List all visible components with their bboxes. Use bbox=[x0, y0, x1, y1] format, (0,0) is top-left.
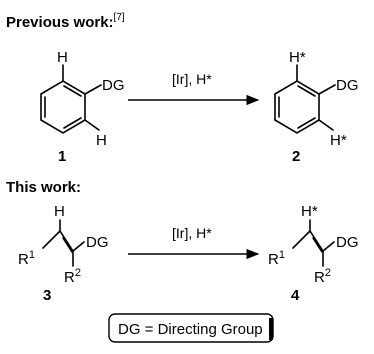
reagent-bottom: [Ir], H* bbox=[172, 225, 212, 241]
atom-dg: DG bbox=[336, 77, 359, 94]
substituent-r2: R2 bbox=[314, 267, 331, 286]
atom-h: H bbox=[57, 49, 68, 66]
this-work-heading: This work: bbox=[6, 179, 81, 196]
atom-hstar: H* bbox=[289, 49, 306, 66]
atom-dg: DG bbox=[336, 234, 359, 251]
previous-work-heading: Previous work:[7] bbox=[6, 12, 125, 31]
atom-hstar: H* bbox=[301, 203, 318, 220]
compound-3-label: 3 bbox=[43, 287, 51, 304]
atom-dg: DG bbox=[102, 77, 125, 94]
compound-2-structure: H* DG H* bbox=[274, 49, 359, 149]
compound-1-label: 1 bbox=[58, 148, 66, 165]
atom-dg: DG bbox=[86, 234, 109, 251]
atom-hstar: H* bbox=[330, 132, 347, 149]
compound-4-label: 4 bbox=[291, 287, 300, 304]
compound-3-structure: H DG R1 R2 bbox=[18, 203, 109, 286]
compound-2-label: 2 bbox=[292, 148, 300, 165]
atom-h: H bbox=[96, 132, 107, 149]
compound-1-structure: H DG H bbox=[40, 49, 125, 149]
legend-box: DG = Directing Group bbox=[108, 313, 274, 343]
atom-h: H bbox=[54, 203, 65, 220]
reagent-top: [Ir], H* bbox=[172, 71, 212, 87]
legend-text: DG = Directing Group bbox=[118, 321, 263, 338]
compound-4-structure: H* DG R1 R2 bbox=[268, 203, 359, 286]
substituent-r1: R1 bbox=[18, 249, 35, 268]
substituent-r2: R2 bbox=[64, 267, 81, 286]
substituent-r1: R1 bbox=[268, 249, 285, 268]
